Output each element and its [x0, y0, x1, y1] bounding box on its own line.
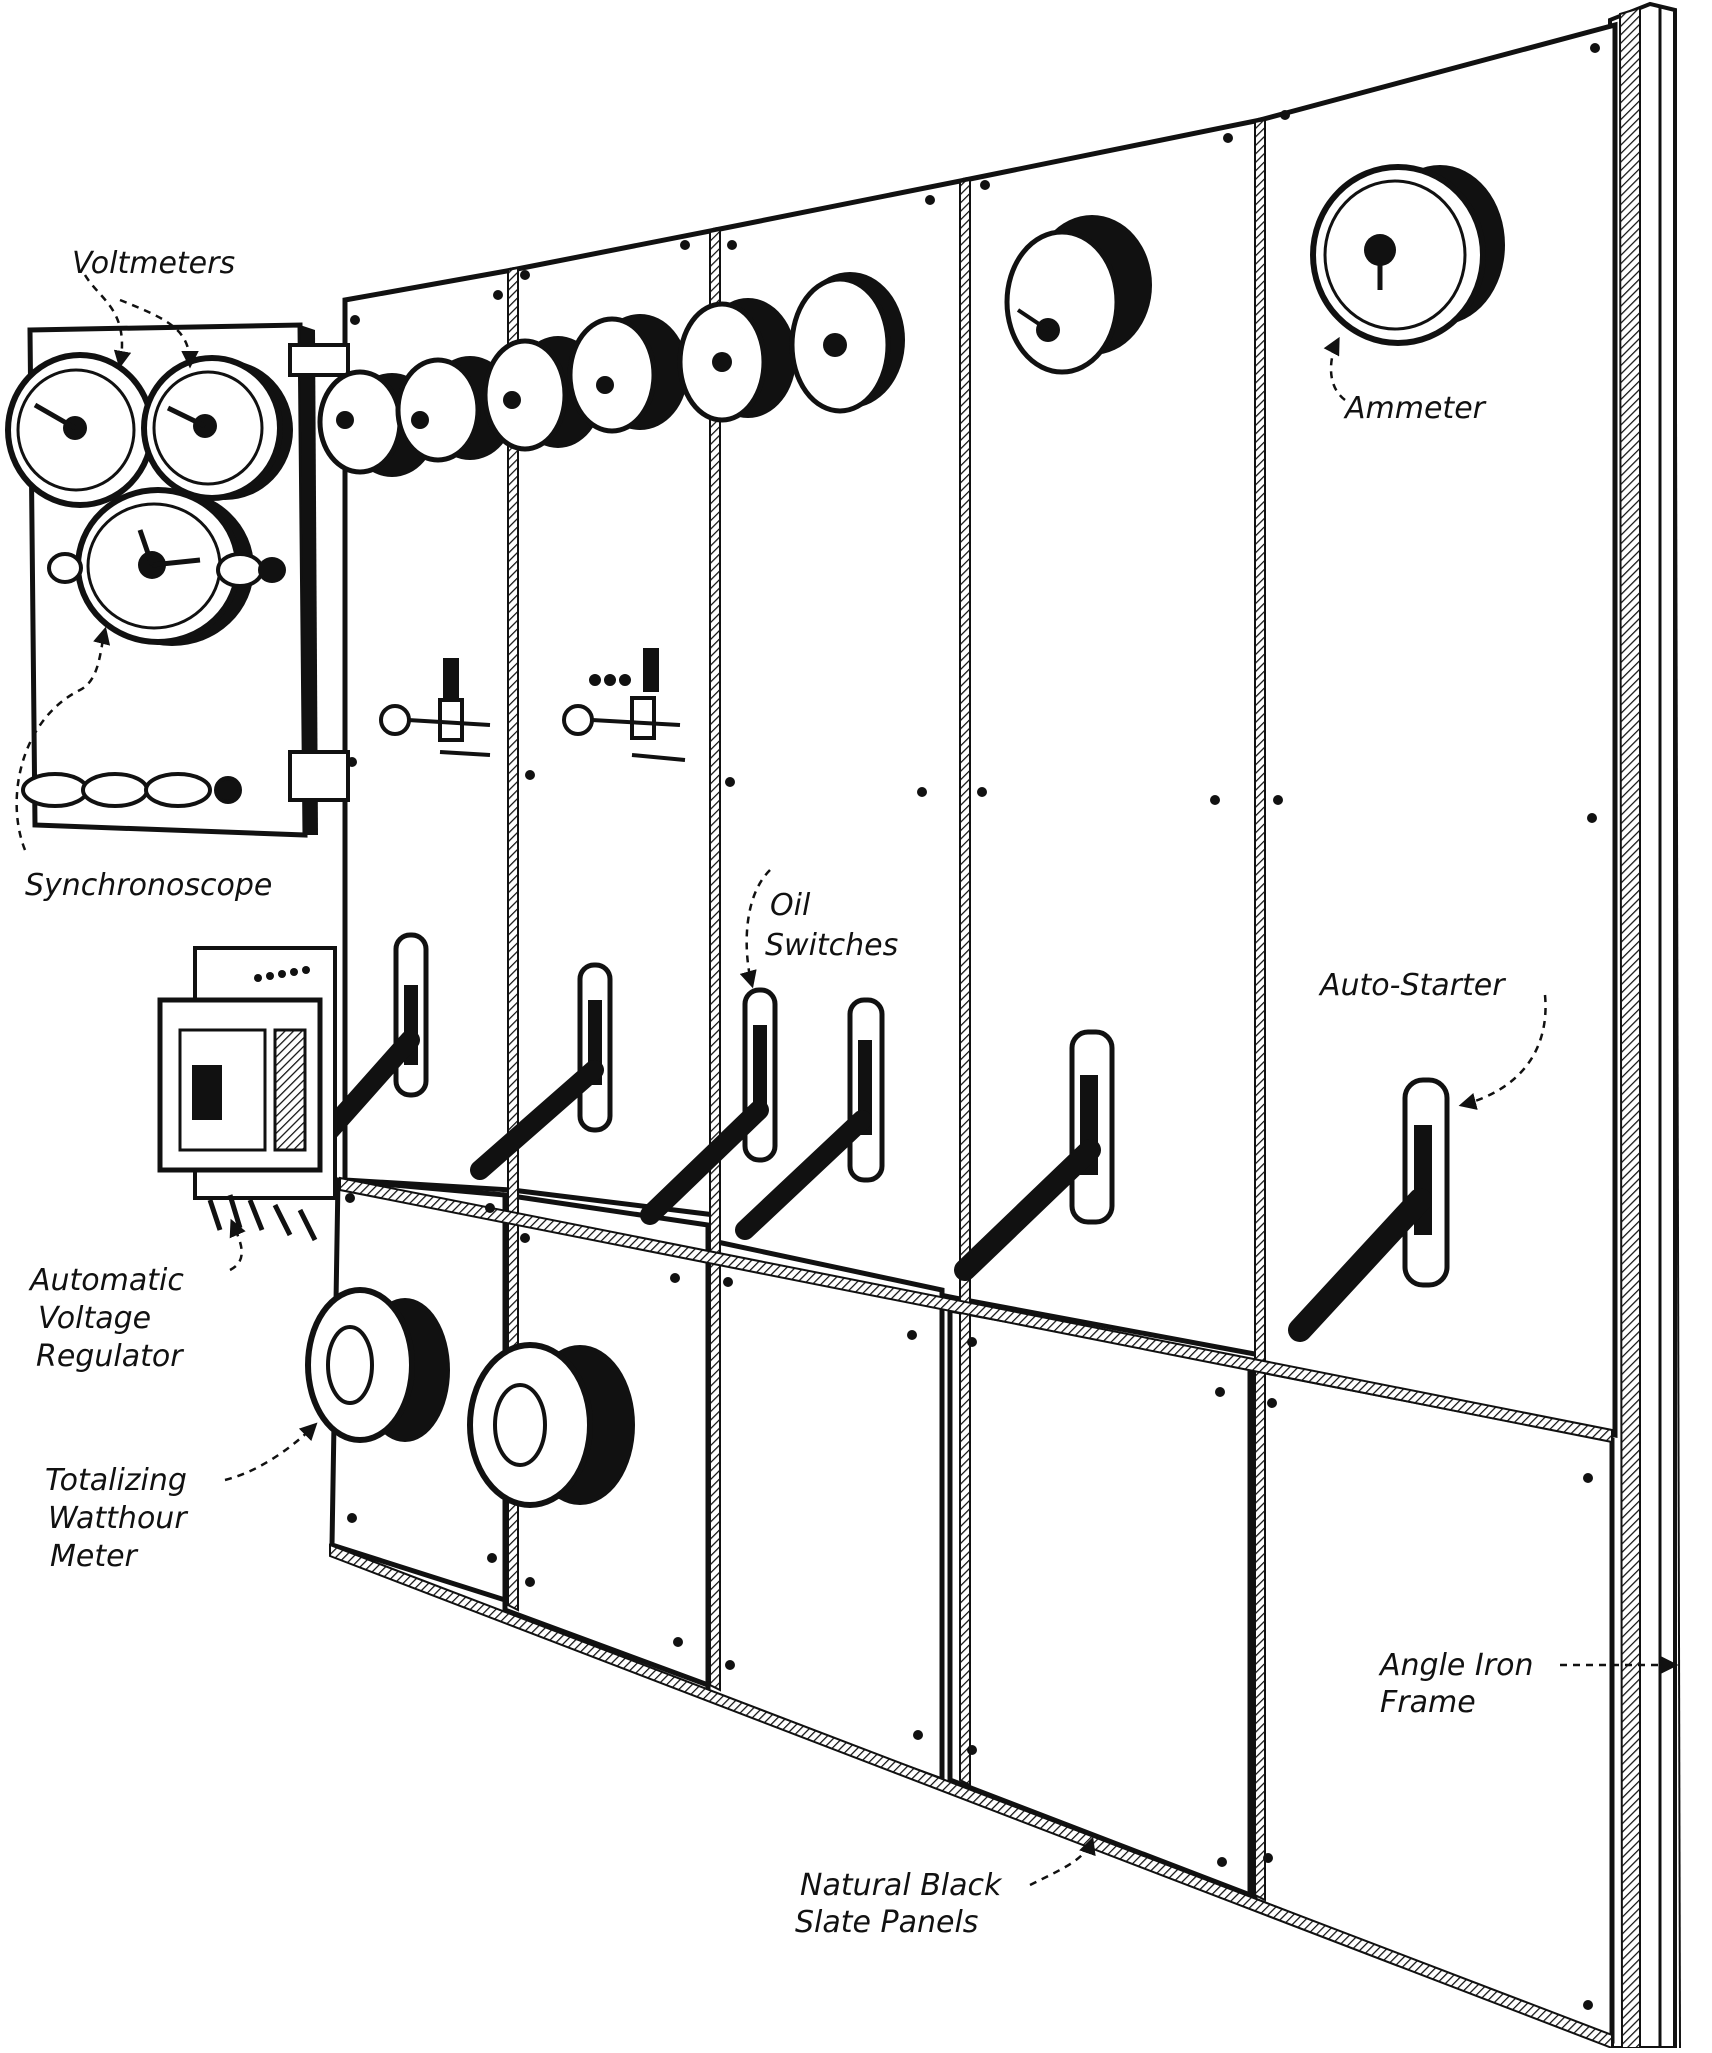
- leader-ammeter: [1323, 336, 1346, 401]
- label-regulator-line2: Voltage: [38, 1301, 151, 1336]
- label-synchronoscope: Synchronoscope: [25, 868, 272, 903]
- label-leaders: [15, 274, 1679, 1887]
- labels: Voltmeters Synchronoscope Automatic Volt…: [25, 246, 1533, 1940]
- label-slate-panels-line1: Natural Black: [800, 1868, 1003, 1903]
- watthour-meter-2: [467, 1342, 635, 1508]
- angle-iron-frame: [1607, 1, 1681, 2050]
- leader-voltmeters-2: [119, 298, 199, 369]
- label-slate-panels-line2: Slate Panels: [795, 1905, 978, 1940]
- panel-seams: [329, 118, 1613, 2050]
- voltmeter-right: [141, 355, 293, 501]
- panel-3-lower: [705, 1236, 945, 1784]
- meter-g: [1004, 215, 1152, 375]
- label-watthour-line1: Totalizing: [45, 1463, 187, 1498]
- leader-slate-panels: [1029, 1836, 1096, 1887]
- rheostat-handles: [379, 648, 686, 762]
- leader-auto-starter: [1458, 994, 1547, 1110]
- label-ammeter: Ammeter: [1343, 391, 1487, 426]
- synchronoscope-meter: [47, 487, 286, 646]
- label-oil-switches-line2: Switches: [765, 928, 898, 963]
- label-regulator-line1: Automatic: [28, 1263, 184, 1298]
- oil-switch-2: [470, 962, 613, 1180]
- leader-regulator: [229, 1218, 246, 1272]
- oil-switches: [320, 932, 1115, 1281]
- leader-oil-switches: [739, 869, 771, 989]
- ammeter-meter: [1310, 164, 1505, 346]
- label-angle-iron-line2: Frame: [1380, 1685, 1476, 1720]
- leader-watthour: [224, 1422, 318, 1482]
- auto-starter-switch: [1288, 1077, 1450, 1342]
- label-watthour-line3: Meter: [50, 1539, 139, 1574]
- watthour-meters: [305, 1287, 635, 1508]
- panel-bolts: [345, 43, 1600, 2010]
- leader-synchronoscope: [15, 626, 111, 851]
- meter-e: [677, 298, 796, 423]
- label-watthour-line2: Watthour: [48, 1501, 188, 1536]
- label-voltmeters: Voltmeters: [72, 246, 235, 281]
- leader-voltmeters-1: [83, 274, 132, 369]
- meter-d: [567, 314, 688, 434]
- slate-panels-lower: [329, 1177, 1615, 2044]
- automatic-voltage-regulator-device: [157, 946, 337, 1242]
- oil-switch-1: [320, 932, 429, 1140]
- watthour-meter-1: [305, 1287, 450, 1443]
- voltmeter-left: [5, 352, 155, 508]
- synchronizing-plug-rack: [21, 772, 242, 808]
- label-regulator-line3: Regulator: [36, 1339, 184, 1374]
- oil-switch-4: [735, 997, 885, 1240]
- label-auto-starter: Auto-Starter: [1318, 968, 1506, 1003]
- oil-switch-5: [954, 1029, 1115, 1281]
- panel-instruments: [317, 164, 1505, 477]
- label-angle-iron-line1: Angle Iron: [1378, 1648, 1533, 1683]
- label-oil-switches-line1: Oil: [770, 888, 811, 923]
- meter-f: [789, 272, 905, 414]
- oil-switch-3: [640, 987, 778, 1225]
